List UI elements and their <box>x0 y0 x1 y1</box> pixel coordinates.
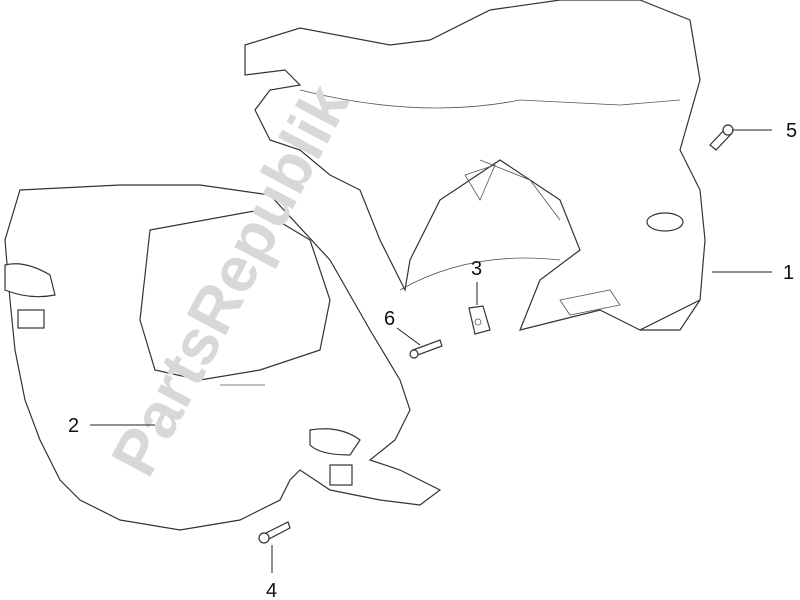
leader-line-1b <box>639 299 701 331</box>
callout-2: 2 <box>68 415 79 437</box>
callout-5: 5 <box>786 120 797 142</box>
screw-part-5 <box>709 124 734 151</box>
callout-4: 4 <box>266 580 277 600</box>
handlebar-rear-cover-part-1 <box>244 0 706 331</box>
clip-nut-part-3 <box>468 305 491 335</box>
callout-3: 3 <box>471 258 482 280</box>
screw-part-4 <box>258 521 291 544</box>
callout-6: 6 <box>384 308 395 330</box>
leader-line-6 <box>396 327 421 346</box>
handlebar-front-cover-part-2 <box>4 184 442 531</box>
callout-1: 1 <box>783 262 794 284</box>
screw-part-6 <box>409 339 443 359</box>
